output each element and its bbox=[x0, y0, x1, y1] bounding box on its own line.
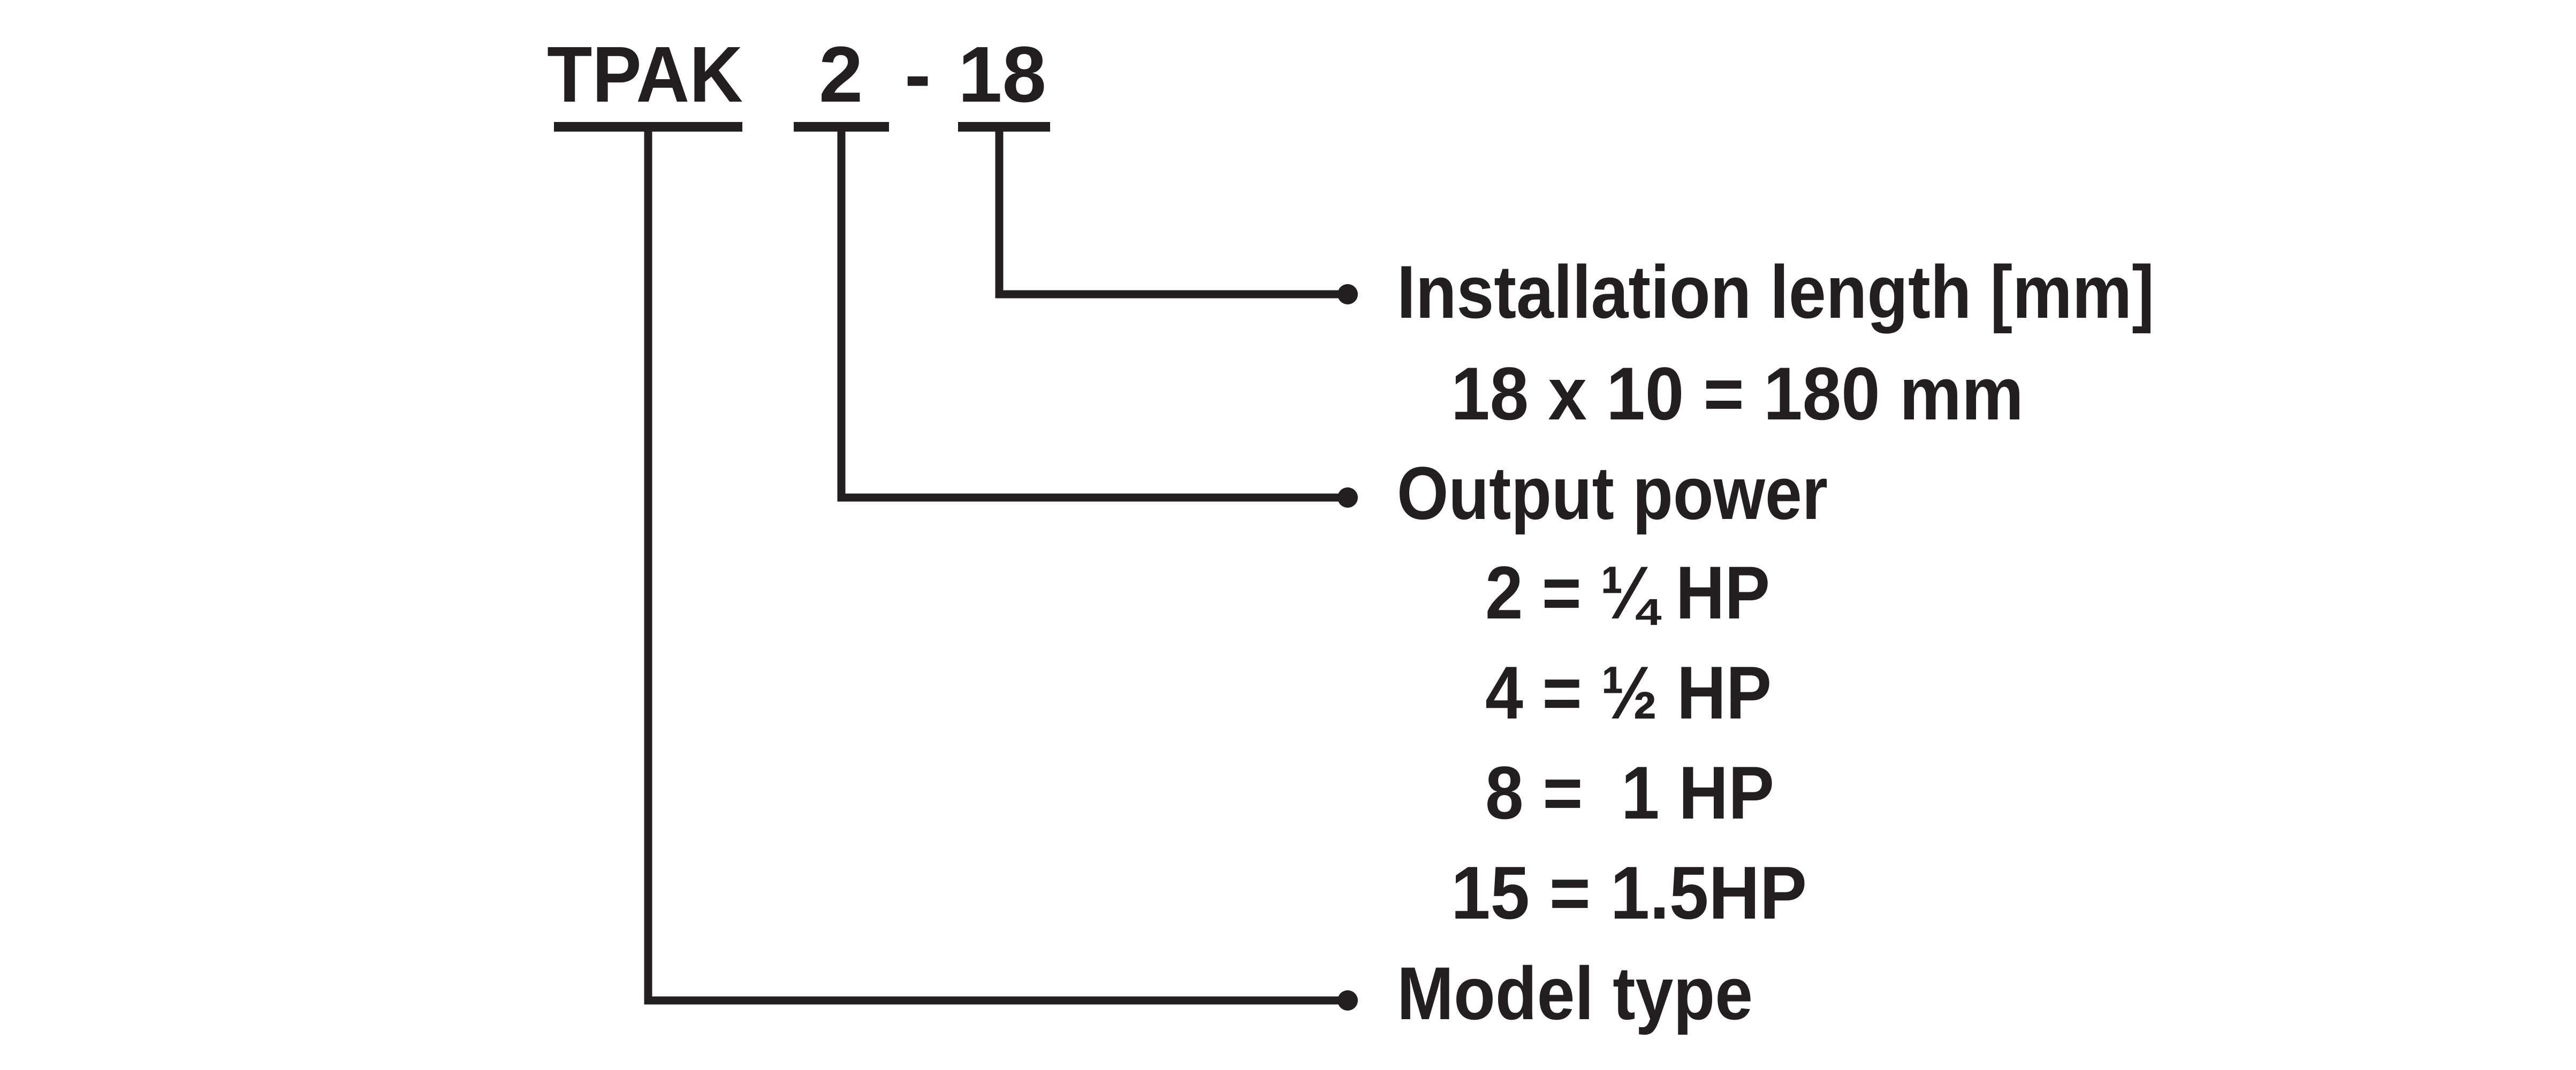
model-title: Model type bbox=[1397, 951, 1753, 1035]
code-model-segment: TPAK bbox=[547, 30, 743, 119]
power-underline bbox=[794, 122, 889, 132]
model-underline bbox=[554, 122, 742, 132]
length-underline bbox=[958, 122, 1050, 132]
code-separator: - bbox=[905, 30, 931, 119]
power-connector-line bbox=[837, 128, 1348, 502]
power-option: 4 = ½ HP bbox=[1485, 651, 1772, 735]
length-title: Installation length [mm] bbox=[1397, 250, 2154, 334]
length-connector-dot bbox=[1338, 284, 1358, 304]
power-option: 15 = 1.5HP bbox=[1451, 851, 1807, 935]
length-connector-line bbox=[995, 128, 1348, 299]
length-example: 18 x 10 = 180 mm bbox=[1451, 351, 2024, 435]
power-option: 8 = 1 HP bbox=[1485, 751, 1774, 835]
power-title: Output power bbox=[1397, 451, 1828, 535]
model-connector-line bbox=[644, 128, 1348, 1005]
power-connector-dot bbox=[1338, 487, 1358, 508]
code-length-segment: 18 bbox=[958, 30, 1046, 119]
power-option: 2 = ¼ HP bbox=[1485, 551, 1770, 635]
code-power-segment: 2 bbox=[819, 30, 863, 119]
model-connector-dot bbox=[1338, 990, 1358, 1011]
